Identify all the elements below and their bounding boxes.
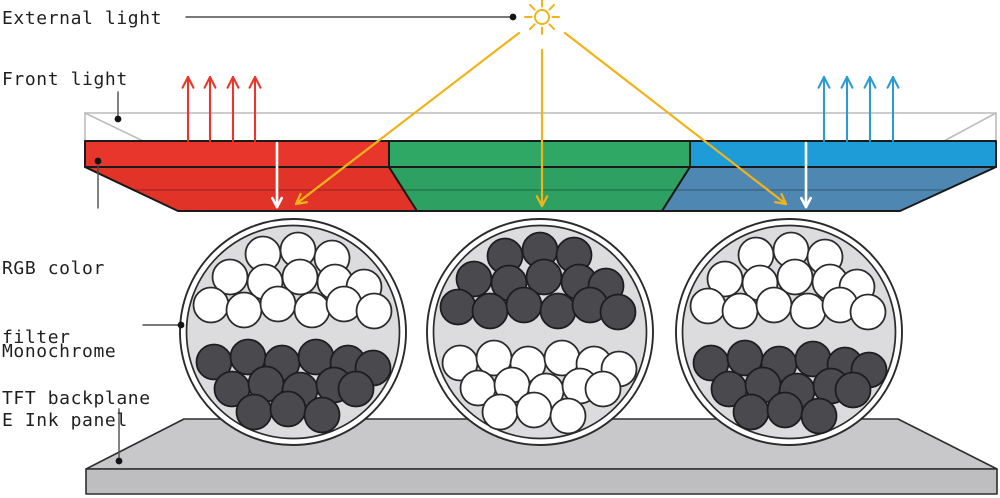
- white-pigment-ball: [721, 292, 759, 330]
- dark-pigment-ball: [539, 292, 577, 330]
- dark-pigment-ball: [599, 293, 637, 331]
- front-light-glass: [84, 112, 997, 142]
- dark-pigment-ball: [766, 391, 804, 429]
- dark-pigment-ball: [439, 288, 477, 326]
- white-pigment-ball: [481, 393, 519, 431]
- white-pigment-ball: [325, 285, 363, 323]
- white-particles-cluster-top: [192, 231, 393, 330]
- white-pigment-ball: [549, 397, 587, 435]
- white-pigment-ball: [225, 291, 263, 329]
- connector-dot: [114, 115, 122, 123]
- dark-pigment-ball: [235, 393, 273, 431]
- dark-pigment-ball: [732, 393, 770, 431]
- e-ink-capsule-left: [179, 218, 407, 446]
- white-pigment-ball: [755, 286, 793, 324]
- rgb-filter-label: RGB color filter: [2, 211, 105, 395]
- blue-light-arrows: [817, 75, 900, 143]
- sun-icon: [524, 0, 560, 35]
- rgb-filter-green-section: [388, 140, 691, 212]
- label-connector-external-light: [185, 13, 517, 21]
- white-pigment-ball: [192, 286, 230, 324]
- eink-panel-label-line2: E Ink panel: [2, 410, 128, 431]
- label-connector-rgb-filter: [94, 157, 102, 209]
- label-connector-eink-panel: [142, 321, 185, 329]
- e-ink-capsule-middle: [426, 218, 654, 446]
- connector-dot: [177, 321, 185, 329]
- dark-pigment-ball: [800, 397, 838, 435]
- connector-dot: [509, 13, 517, 21]
- white-particles-cluster-top: [689, 231, 887, 331]
- dark-pigment-ball: [337, 370, 375, 408]
- label-connector-front-light: [114, 91, 122, 123]
- white-pigment-ball: [789, 292, 827, 330]
- e-ink-capsule-right: [675, 218, 903, 446]
- eink-panel-label: Monochrome E Ink panel: [2, 294, 128, 478]
- white-pigment-ball: [689, 287, 727, 325]
- white-light-arrows: [271, 141, 812, 209]
- white-pigment-ball: [259, 285, 297, 323]
- white-pigment-ball: [515, 391, 553, 429]
- white-pigment-ball: [293, 291, 331, 329]
- label-connector-tft-backplane: [115, 408, 123, 465]
- rgb-filter-blue-section: [661, 140, 997, 212]
- dark-pigment-ball: [505, 286, 543, 324]
- dark-pigment-ball: [471, 292, 509, 330]
- dark-pigment-ball: [303, 396, 341, 434]
- eink-panel-label-line1: Monochrome: [2, 341, 117, 362]
- rgb-filter-red-section: [84, 140, 418, 212]
- red-light-arrows: [181, 75, 262, 143]
- white-particles-cluster-bottom: [441, 339, 638, 435]
- white-pigment-ball: [355, 292, 393, 330]
- connector-dot: [115, 457, 123, 465]
- dark-pigment-ball: [269, 390, 307, 428]
- connector-dot: [94, 157, 102, 165]
- dark-particles-cluster-top: [439, 231, 637, 331]
- rgb-filter-label-line1: RGB color: [2, 258, 105, 279]
- front-light-label: Front light: [2, 69, 128, 90]
- white-pigment-ball: [849, 293, 887, 331]
- sun-ray-arrows: [294, 31, 788, 208]
- external-light-label: External light: [2, 8, 163, 29]
- white-pigment-ball: [584, 370, 622, 408]
- dark-pigment-ball: [834, 371, 872, 409]
- dark-particles-cluster-bottom: [195, 338, 392, 434]
- rgb-filter-label-line2: filter: [2, 327, 71, 348]
- tft-backplane-label: TFT backplane: [2, 388, 151, 409]
- dark-particles-cluster-bottom: [692, 339, 888, 435]
